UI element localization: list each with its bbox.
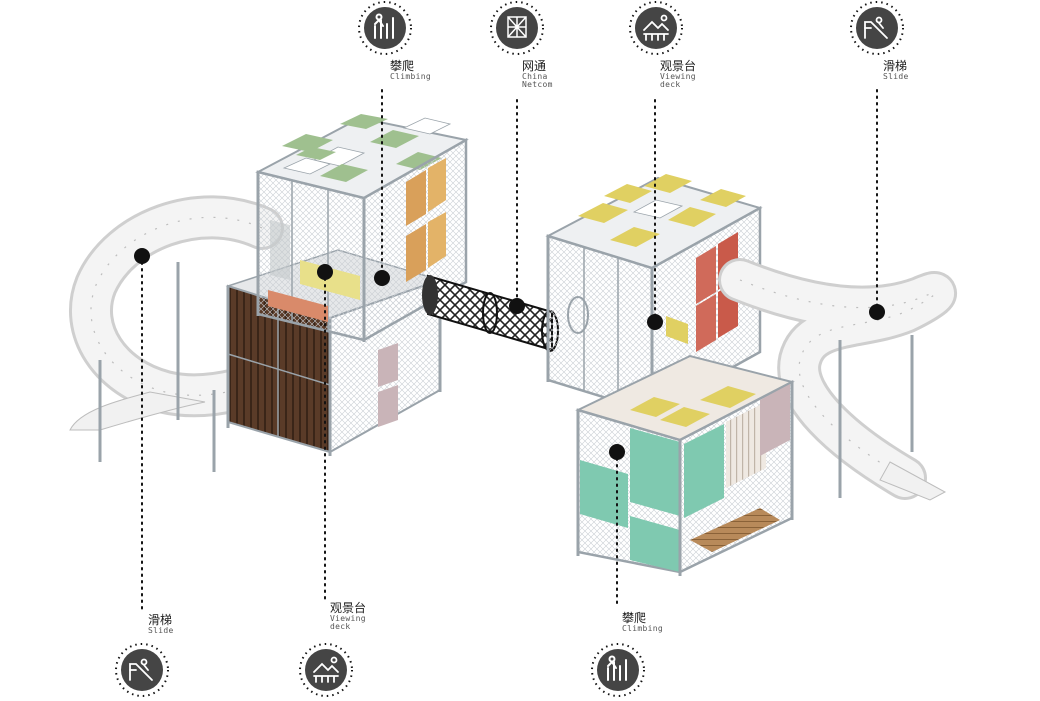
label-en: Netcom [522, 79, 553, 89]
label-en: Viewing [660, 71, 696, 81]
slide-icon [115, 643, 169, 697]
marker-climbing-left [374, 270, 390, 286]
label-en: deck [330, 621, 351, 631]
marker-dots [134, 248, 885, 460]
climbing-icon [358, 1, 412, 55]
right-lower-cube [575, 354, 795, 576]
label-en: Slide [883, 71, 909, 81]
viewing-deck-icon [629, 1, 683, 55]
label-climbing-bottom: 攀爬 Climbing [622, 612, 663, 633]
viewing-deck-icon [299, 643, 353, 697]
marker-netcom [509, 298, 525, 314]
label-zh: 观景台 [330, 601, 367, 615]
label-zh: 观景台 [660, 59, 697, 73]
label-deck-bottom: 观景台 Viewing deck [330, 602, 366, 631]
slide-icon [850, 1, 904, 55]
label-en: deck [660, 79, 681, 89]
left-upper-cube [255, 114, 469, 343]
label-zh: 攀爬 [390, 59, 415, 73]
right-spiral-slide [718, 258, 957, 501]
label-en: Viewing [330, 613, 366, 623]
label-en: Climbing [390, 71, 431, 81]
marker-deck-right [647, 314, 663, 330]
label-en: Climbing [622, 623, 663, 633]
net-icon [490, 1, 544, 55]
label-deck-top: 观景台 Viewing deck [660, 60, 696, 89]
label-climbing-top: 攀爬 Climbing [390, 60, 431, 81]
label-netcom: 网通 China Netcom [522, 60, 553, 89]
marker-climbing-right [609, 444, 625, 460]
label-slide-bottom: 滑梯 Slide [148, 614, 174, 635]
marker-deck-left [317, 264, 333, 280]
climbing-icon [591, 643, 645, 697]
label-zh: 滑梯 [148, 613, 173, 627]
net-tunnel [422, 274, 559, 352]
marker-slide-left [134, 248, 150, 264]
leader-lines [141, 89, 878, 613]
label-en: China [522, 71, 548, 81]
label-zh: 攀爬 [622, 611, 647, 625]
label-en: Slide [148, 625, 174, 635]
left-spiral-slide [69, 195, 284, 472]
label-zh: 网通 [522, 59, 547, 73]
label-zh: 滑梯 [883, 59, 908, 73]
marker-slide-right [869, 304, 885, 320]
label-slide-top: 滑梯 Slide [883, 60, 909, 81]
